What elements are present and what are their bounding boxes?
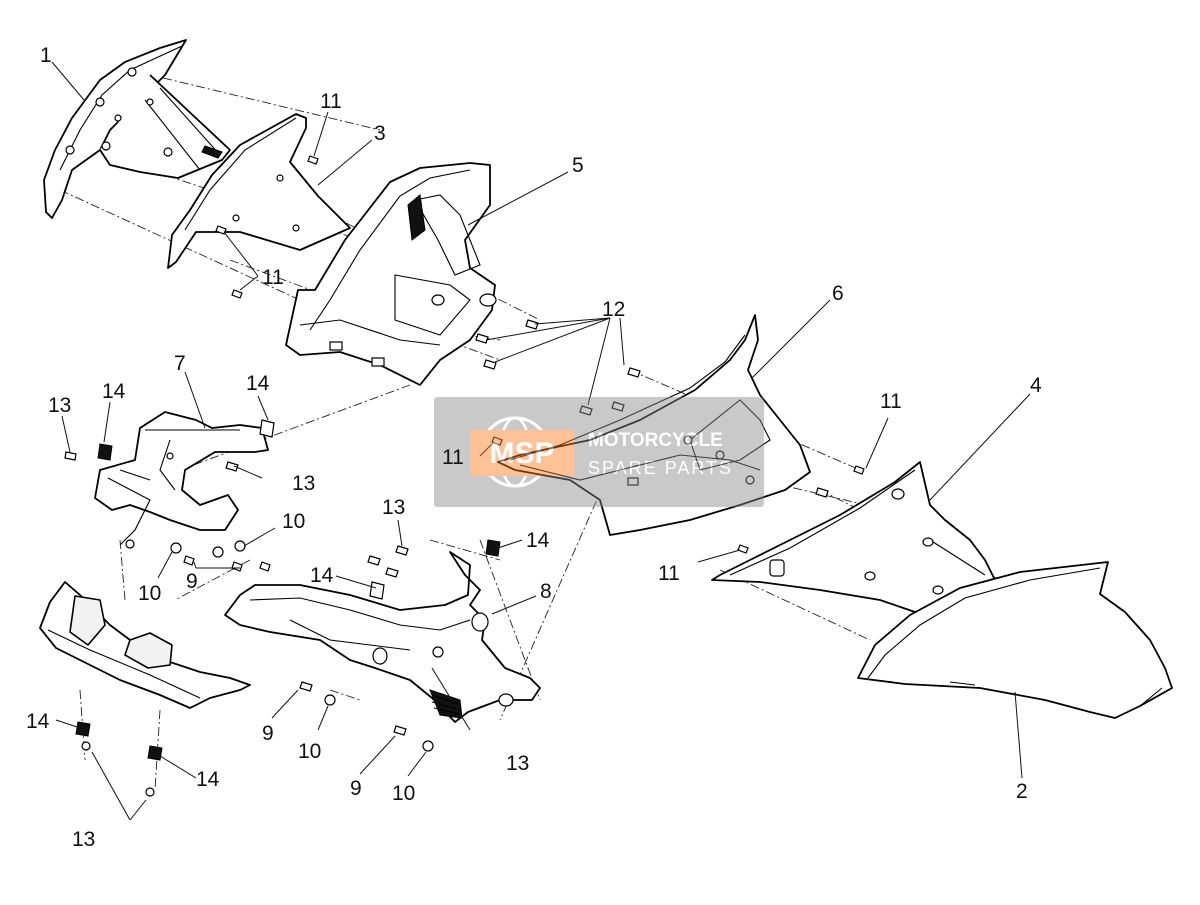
callout-13d: 13 <box>506 752 529 775</box>
leader-lines <box>51 61 1031 821</box>
callout-9b: 9 <box>262 722 274 745</box>
callout-9c: 9 <box>350 777 362 800</box>
callout-14a: 14 <box>102 380 126 403</box>
callout-10a: 10 <box>138 582 161 605</box>
callout-11b: 11 <box>262 266 284 289</box>
callout-8: 8 <box>540 580 552 603</box>
callout-14d: 14 <box>310 564 334 587</box>
callout-14c: 14 <box>526 529 550 552</box>
callout-3: 3 <box>374 122 386 145</box>
callout-14f: 14 <box>196 768 220 791</box>
callout-4: 4 <box>1030 374 1042 397</box>
callout-11e: 11 <box>658 562 680 585</box>
callout-14e: 14 <box>26 710 50 733</box>
part-5-upper-fairing <box>285 162 497 386</box>
callout-9a: 9 <box>186 570 198 593</box>
part-3-inner-panel <box>167 113 351 269</box>
callout-6: 6 <box>832 282 844 305</box>
watermark-background <box>434 397 764 507</box>
part-7-inner-bracket <box>94 411 269 549</box>
part-8-lower-cover <box>224 551 541 723</box>
callout-13e: 13 <box>72 828 95 851</box>
callout-13b: 13 <box>292 472 315 495</box>
callout-5: 5 <box>572 154 584 177</box>
lower-spoiler <box>39 581 251 709</box>
callout-1: 1 <box>40 44 52 67</box>
hardware <box>64 155 865 797</box>
part-6-inner-fairing <box>497 314 811 536</box>
callout-10b: 10 <box>282 510 305 533</box>
watermark-logo-letters: MSP <box>489 437 554 470</box>
callout-10d: 10 <box>392 782 415 805</box>
callout-11d: 11 <box>442 446 464 469</box>
watermark: MSP MOTORCYCLE SPARE PARTS <box>434 397 764 507</box>
callout-7: 7 <box>174 352 186 375</box>
watermark-line2: SPARE PARTS <box>588 458 733 478</box>
callouts: 1 2 3 4 5 6 7 8 9 9 9 10 10 10 10 11 11 … <box>26 44 1042 851</box>
part-2-side-fairing <box>857 561 1173 719</box>
callout-13a: 13 <box>48 394 71 417</box>
callout-13c: 13 <box>382 496 405 519</box>
watermark-globe-icon <box>479 416 551 488</box>
callout-12: 12 <box>602 298 625 321</box>
callout-11c: 11 <box>880 390 902 413</box>
callout-14b: 14 <box>246 372 270 395</box>
part-1-front-fairing <box>43 39 231 219</box>
callout-10c: 10 <box>298 740 321 763</box>
watermark-line1: MOTORCYCLE <box>588 430 723 451</box>
callout-11a: 11 <box>320 90 342 113</box>
part-4-side-panel <box>711 461 996 613</box>
callout-2: 2 <box>1016 780 1028 803</box>
